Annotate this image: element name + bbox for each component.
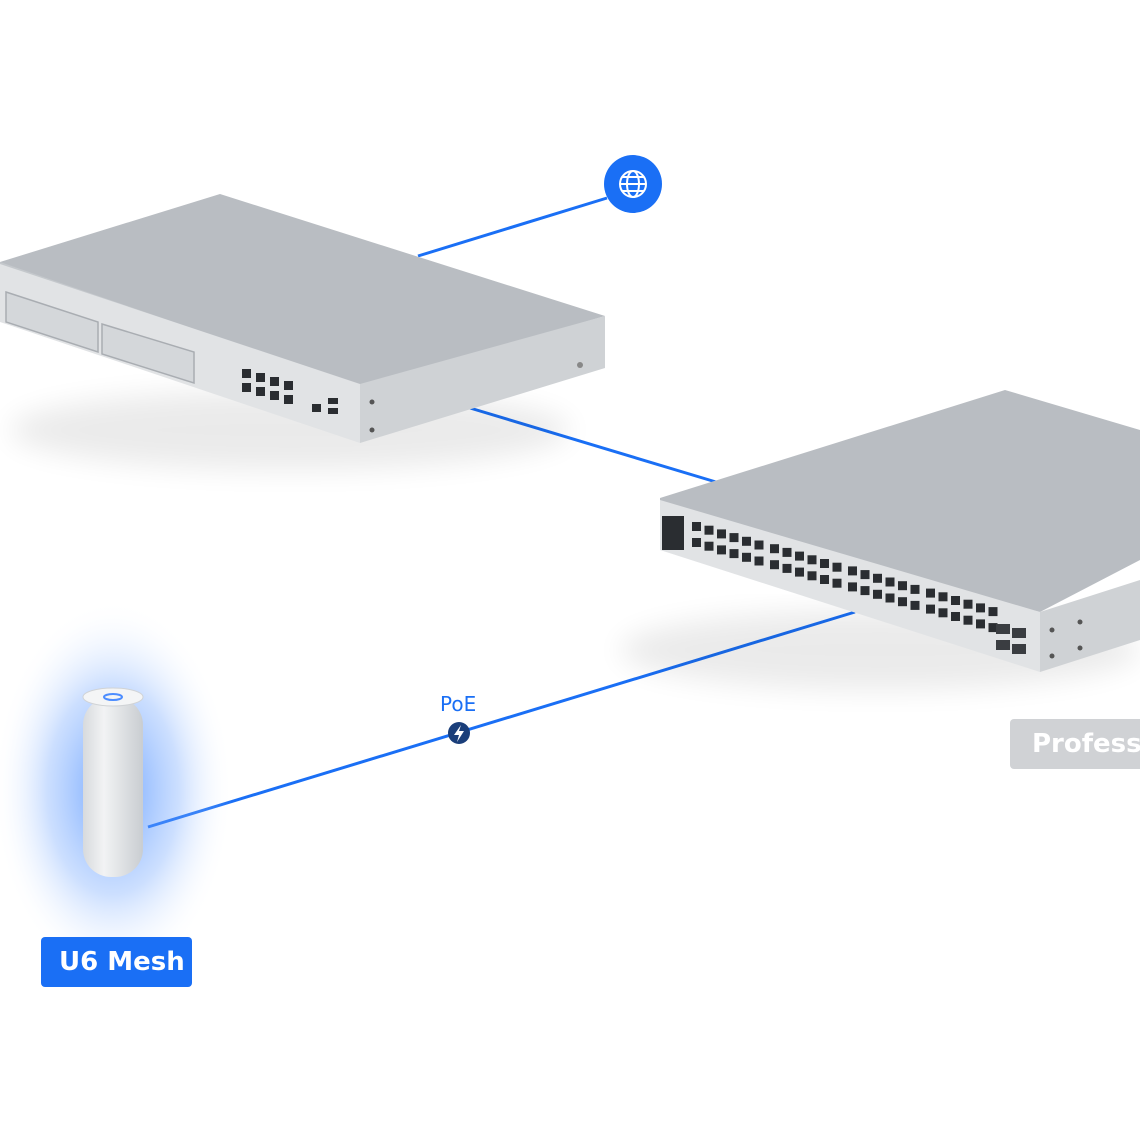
poe-label: PoE — [440, 692, 477, 716]
switch-port — [692, 522, 701, 531]
switch-port — [910, 600, 920, 610]
switch-port — [951, 596, 960, 605]
switch-port — [782, 547, 792, 557]
u6-mesh-label: U6 Mesh — [41, 937, 192, 987]
switch-port — [848, 582, 857, 592]
switch-port — [754, 540, 764, 550]
switch-port — [754, 556, 764, 566]
switch-port — [692, 538, 701, 547]
switch-port — [938, 592, 948, 602]
switch-port — [832, 562, 842, 572]
switch-device — [620, 390, 1140, 690]
switch-port — [848, 566, 857, 576]
switch-port — [807, 571, 817, 581]
switch-port — [988, 607, 998, 617]
access-point-device — [0, 600, 233, 980]
switch-port — [873, 573, 882, 583]
internet-node — [604, 155, 662, 213]
switch-port — [795, 551, 804, 561]
switch-port — [770, 560, 779, 570]
switch-port — [832, 578, 842, 588]
switch-port — [926, 588, 935, 598]
switch-port — [988, 623, 998, 633]
switch-port — [873, 589, 882, 599]
switch-port — [898, 581, 907, 591]
switch-port — [926, 604, 935, 614]
switch-port — [860, 570, 870, 580]
switch-port — [976, 619, 985, 629]
switch-port — [885, 593, 895, 603]
switch-port — [820, 575, 829, 584]
switch-port — [729, 533, 739, 543]
switch-port — [898, 597, 907, 607]
switch-ports — [692, 522, 998, 633]
switch-port — [742, 536, 751, 546]
switch-port — [795, 567, 804, 577]
switch-port — [820, 559, 829, 568]
switch-port — [704, 541, 714, 551]
switch-port — [742, 552, 751, 562]
switch-port — [976, 603, 985, 613]
lightning-icon — [454, 725, 464, 742]
globe-icon — [619, 170, 647, 198]
switch-port — [963, 599, 973, 609]
switch-port — [770, 544, 779, 554]
switch-port — [951, 612, 960, 621]
switch-port — [938, 608, 948, 618]
switch-port — [782, 563, 792, 573]
switch-port — [885, 577, 895, 587]
switch-port — [910, 584, 920, 594]
switch-port — [963, 615, 973, 625]
gateway-device — [0, 194, 605, 470]
switch-label: Professio — [1010, 719, 1140, 769]
switch-port — [807, 555, 817, 565]
switch-port — [717, 545, 726, 555]
switch-port — [717, 529, 726, 539]
switch-port — [860, 586, 870, 596]
switch-port — [704, 525, 714, 535]
switch-port — [729, 549, 739, 559]
poe-badge — [448, 722, 470, 744]
link-internet-gateway — [417, 196, 608, 258]
